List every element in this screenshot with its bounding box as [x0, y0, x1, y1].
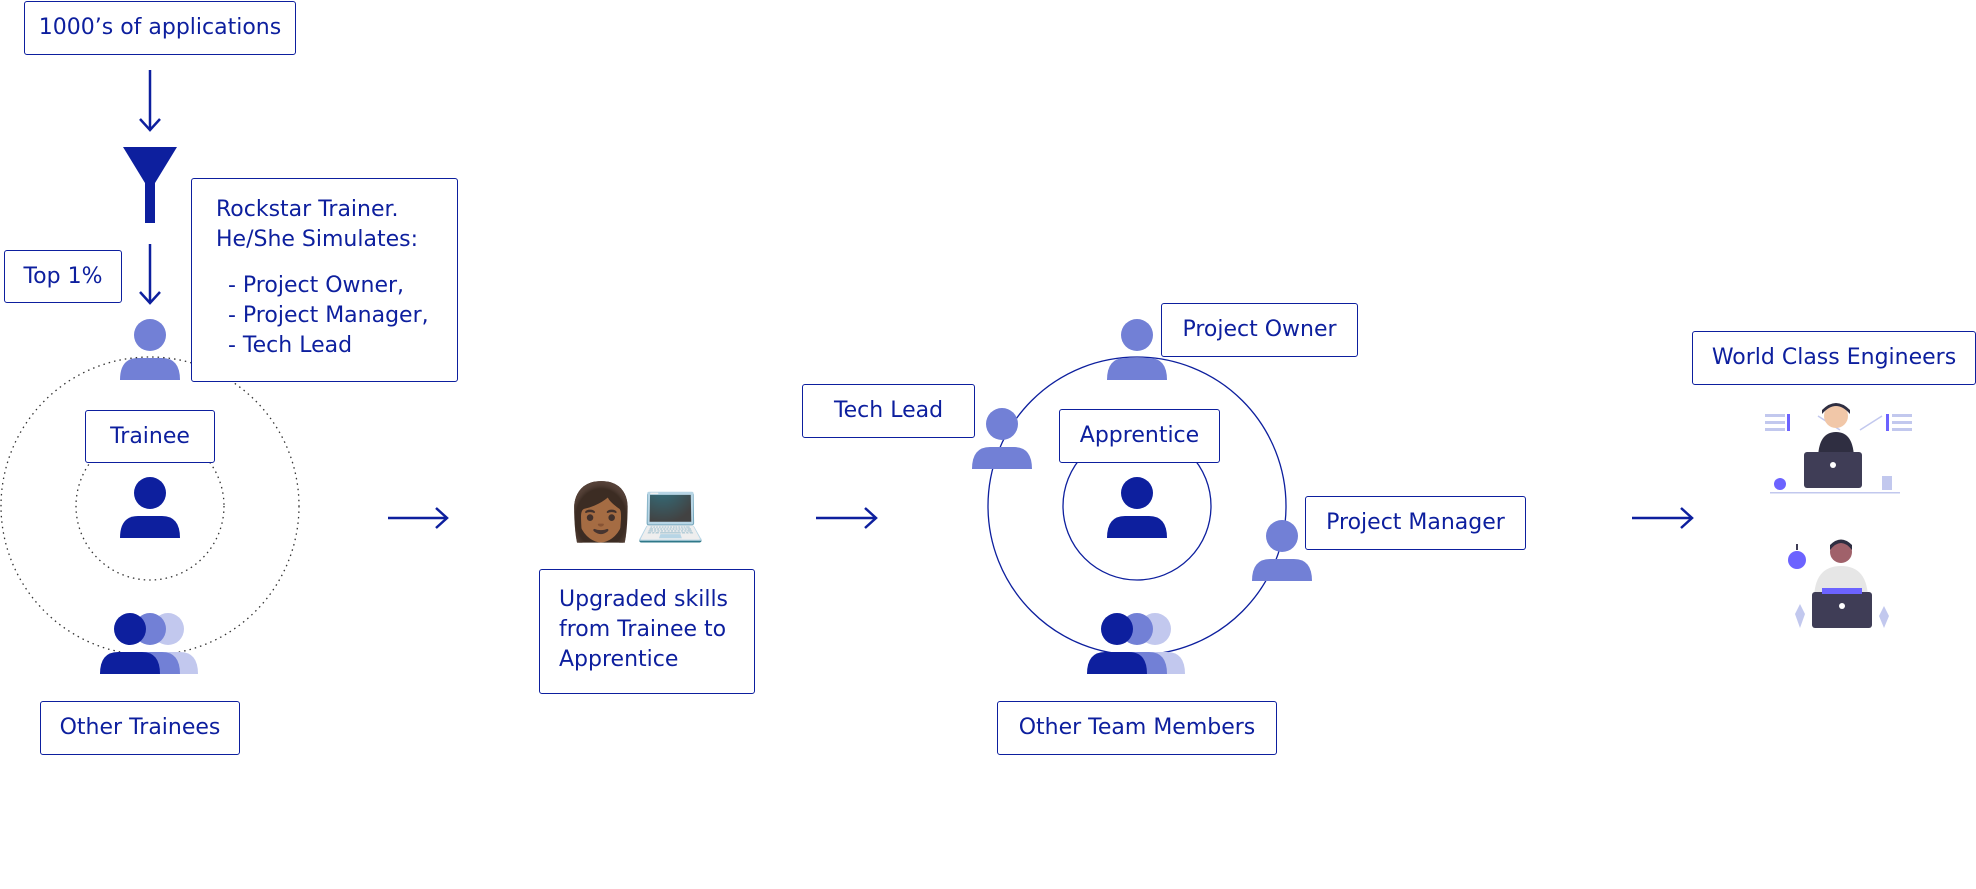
upgraded-line-2: from Trainee to	[559, 617, 727, 642]
other-trainees-group-icon	[100, 613, 198, 674]
trainer-role-line-1: - Project Owner,	[228, 273, 405, 298]
world-class-engineers-label: World Class Engineers	[1711, 345, 1957, 370]
engineer-illustration-top	[1765, 403, 1912, 494]
apprentice-label: Apprentice	[1079, 423, 1200, 448]
project-owner-label: Project Owner	[1182, 317, 1337, 342]
trainer-role-line-3: - Tech Lead	[228, 333, 353, 358]
trainee-label: Trainee	[110, 423, 190, 449]
engineer-illustration-bottom	[1788, 539, 1889, 628]
other-trainees-label-box: Other Trainees	[40, 701, 240, 755]
upgraded-line-3: Apprentice	[559, 647, 679, 672]
trainer-title-line-1: Rockstar Trainer.	[216, 197, 399, 222]
other-team-members-group-icon	[1087, 613, 1185, 674]
trainer-person-icon	[120, 319, 180, 380]
laptop-emoji-icon: 💻	[635, 480, 706, 545]
woman-emoji-icon: 👩🏾	[566, 480, 636, 545]
upgraded-line-1: Upgraded skills	[559, 587, 729, 612]
trainer-role-line-2: - Project Manager,	[228, 303, 429, 328]
top-percent-label: Top 1%	[23, 263, 103, 289]
top-percent-label-box: Top 1%	[4, 250, 122, 303]
apprentice-label-box: Apprentice	[1059, 409, 1220, 463]
apprentice-person-icon	[1107, 477, 1167, 538]
arrow-right-icon	[816, 507, 878, 529]
trainee-label-box: Trainee	[85, 410, 215, 463]
project-manager-label-box: Project Manager	[1305, 496, 1526, 550]
funnel-icon	[123, 147, 177, 223]
arrow-right-icon	[388, 507, 449, 529]
applications-label-box: 1000’s of applications	[24, 1, 296, 55]
outer-dotted-circle	[0, 356, 300, 656]
project-manager-person-icon	[1252, 520, 1312, 581]
tech-lead-label: Tech Lead	[833, 398, 944, 423]
other-trainees-label: Other Trainees	[59, 715, 221, 740]
inner-dotted-circle	[75, 431, 225, 581]
arrow-down-icon	[139, 244, 161, 305]
trainee-person-icon	[120, 477, 180, 538]
project-owner-person-icon	[1107, 319, 1167, 380]
trainer-description-box: Rockstar Trainer. He/She Simulates: - Pr…	[191, 178, 458, 382]
world-class-engineers-label-box: World Class Engineers	[1692, 331, 1976, 385]
tech-lead-label-box: Tech Lead	[802, 384, 975, 438]
other-team-members-label-box: Other Team Members	[997, 701, 1277, 755]
other-team-members-label: Other Team Members	[1018, 715, 1256, 740]
trainer-title-line-2: He/She Simulates:	[216, 227, 419, 252]
arrow-right-icon	[1632, 507, 1694, 529]
project-manager-label: Project Manager	[1326, 510, 1505, 535]
applications-label: 1000’s of applications	[38, 15, 282, 40]
arrow-down-icon	[139, 70, 161, 132]
upgraded-skills-box: Upgraded skills from Trainee to Apprenti…	[539, 569, 755, 694]
project-owner-label-box: Project Owner	[1161, 303, 1358, 357]
woman-laptop-emoji: 👩🏾💻	[566, 481, 705, 545]
tech-lead-person-icon	[972, 408, 1032, 469]
